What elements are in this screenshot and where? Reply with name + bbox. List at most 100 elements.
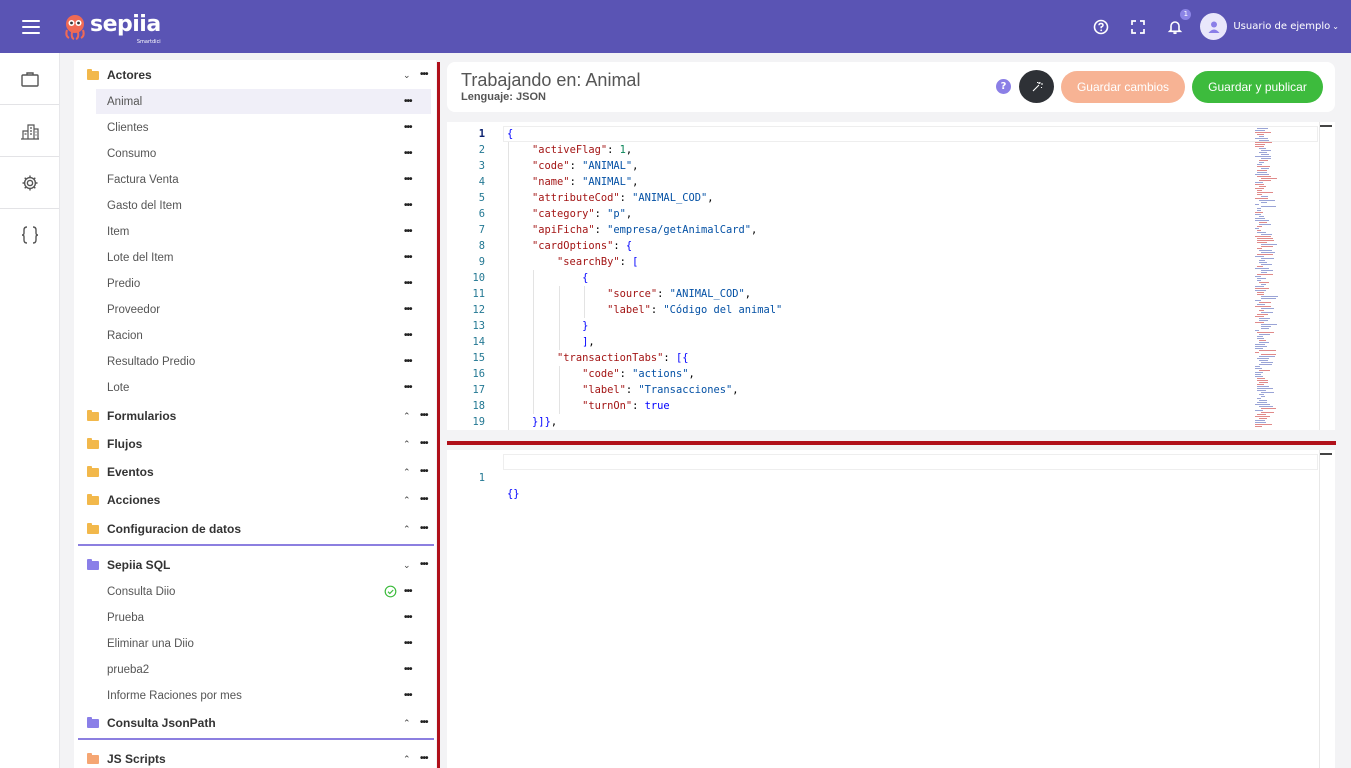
chevron-up-icon[interactable]: ⌃ [403,466,411,477]
chevron-down-icon[interactable]: ⌄ [403,69,411,80]
more-icon[interactable]: ••• [420,410,428,421]
more-icon[interactable]: ••• [420,523,428,534]
folder-consulta-jsonpath[interactable]: Consulta JsonPath ⌃ ••• [74,710,436,736]
rail-item-settings[interactable] [0,157,59,209]
minimap[interactable] [1255,128,1285,428]
more-icon[interactable]: ••• [404,586,412,597]
minimap-line [1257,238,1273,239]
tree-item-clientes[interactable]: Clientes••• [74,115,436,141]
minimap-line [1257,390,1266,391]
more-icon[interactable]: ••• [404,382,412,393]
more-icon[interactable]: ••• [420,466,428,477]
scrollbar-thumb[interactable] [1320,125,1332,127]
more-icon[interactable]: ••• [404,226,412,237]
logo[interactable]: sepiia Smartdici [62,7,161,47]
tree-item-item[interactable]: Item••• [74,219,436,245]
tree-item-racion[interactable]: Racion••• [74,323,436,349]
more-icon[interactable]: ••• [404,330,412,341]
minimap-line [1259,320,1268,321]
more-icon[interactable]: ••• [404,356,412,367]
fullscreen-icon[interactable] [1128,17,1148,37]
result-editor[interactable]: 1 {} [447,450,1335,768]
tree-item-consulta-diio[interactable]: Consulta Diio ••• [74,579,436,605]
more-icon[interactable]: ••• [404,690,412,701]
more-icon[interactable]: ••• [404,122,412,133]
rail-item-briefcase[interactable] [0,53,59,105]
minimap-line [1255,420,1265,421]
chevron-up-icon[interactable]: ⌃ [403,753,411,764]
brand-name: sepiia [90,12,161,37]
more-icon[interactable]: ••• [420,559,428,570]
tree-item-informe-raciones-por-mes[interactable]: Informe Raciones por mes••• [74,683,436,709]
more-icon[interactable]: ••• [404,304,412,315]
minimap-line [1261,412,1274,413]
horizontal-splitter[interactable] [447,441,1336,445]
tree-item-predio[interactable]: Predio••• [74,271,436,297]
publish-button[interactable]: Guardar y publicar [1192,71,1323,103]
folder-acciones[interactable]: Acciones ⌃ ••• [74,487,436,513]
more-icon[interactable]: ••• [420,494,428,505]
format-button[interactable] [1019,70,1054,103]
minimap-line [1255,214,1261,215]
indent-guide [559,366,560,414]
code-line: 1 {} [447,454,520,500]
minimap-line [1259,250,1272,251]
tree-item-consumo[interactable]: Consumo••• [74,141,436,167]
chevron-up-icon[interactable]: ⌃ [403,494,411,505]
folder-flujos[interactable]: Flujos ⌃ ••• [74,431,436,457]
chevron-up-icon[interactable]: ⌃ [403,410,411,421]
more-icon[interactable]: ••• [420,717,428,728]
line-number: 9 [478,256,485,268]
minimap-line [1257,242,1267,243]
save-button[interactable]: Guardar cambios [1061,71,1185,103]
help-icon[interactable]: ? [996,79,1011,94]
more-icon[interactable]: ••• [404,252,412,263]
more-icon[interactable]: ••• [404,278,412,289]
folder-formularios[interactable]: Formularios ⌃ ••• [74,403,436,429]
more-icon[interactable]: ••• [404,664,412,675]
more-icon[interactable]: ••• [404,612,412,623]
more-icon[interactable]: ••• [420,69,428,80]
folder-actores[interactable]: Actores ⌄ ••• [74,62,436,88]
tree-item-prueba[interactable]: Prueba••• [74,605,436,631]
more-icon[interactable]: ••• [404,174,412,185]
more-icon[interactable]: ••• [404,200,412,211]
user-name[interactable]: Usuario de ejemplo [1233,21,1331,32]
tree-item-eliminar-una-diio[interactable]: Eliminar una Diio••• [74,631,436,657]
folder-sepiia-sql[interactable]: Sepiia SQL ⌄ ••• [74,552,436,578]
help-icon[interactable] [1091,17,1111,37]
more-icon[interactable]: ••• [404,638,412,649]
minimap-line [1255,146,1264,147]
chevron-down-icon[interactable]: ⌄ [403,559,411,570]
menu-icon[interactable] [22,19,40,34]
tree-item-animal[interactable]: Animal••• [74,89,436,115]
chevron-up-icon[interactable]: ⌃ [403,523,411,534]
more-icon[interactable]: ••• [420,753,428,764]
rail-item-buildings[interactable] [0,105,59,157]
tree-item-prueba2[interactable]: prueba2••• [74,657,436,683]
avatar[interactable] [1200,13,1228,40]
vertical-splitter[interactable] [437,62,440,768]
bell-icon[interactable]: 1 [1165,8,1192,37]
folder-eventos[interactable]: Eventos ⌃ ••• [74,459,436,485]
tree-item-factura-venta[interactable]: Factura Venta••• [74,167,436,193]
more-icon[interactable]: ••• [420,438,428,449]
rail-item-code[interactable] [0,209,59,261]
scrollbar[interactable] [1319,122,1320,430]
code-editor[interactable]: 1{2 "activeFlag": 1,3 "code": "ANIMAL",4… [447,122,1335,430]
tree-item-lote[interactable]: Lote••• [74,375,436,401]
tree-item-gasto-del-item[interactable]: Gasto del Item••• [74,193,436,219]
scrollbar[interactable] [1319,450,1320,768]
chevron-up-icon[interactable]: ⌃ [403,717,411,728]
folder-js-scripts[interactable]: JS Scripts ⌃ ••• [74,746,436,768]
chevron-down-icon[interactable]: ⌄ [1332,22,1339,31]
tree-item-proveedor[interactable]: Proveedor••• [74,297,436,323]
chevron-up-icon[interactable]: ⌃ [403,438,411,449]
tree-item-lote-del-item[interactable]: Lote del Item••• [74,245,436,271]
folder-configuracion-de-datos[interactable]: Configuracion de datos ⌃ ••• [74,516,436,542]
tree-item-resultado-predio[interactable]: Resultado Predio••• [74,349,436,375]
more-icon[interactable]: ••• [404,96,412,107]
more-icon[interactable]: ••• [404,148,412,159]
minimap-line [1261,158,1271,159]
scrollbar-thumb[interactable] [1320,453,1332,455]
